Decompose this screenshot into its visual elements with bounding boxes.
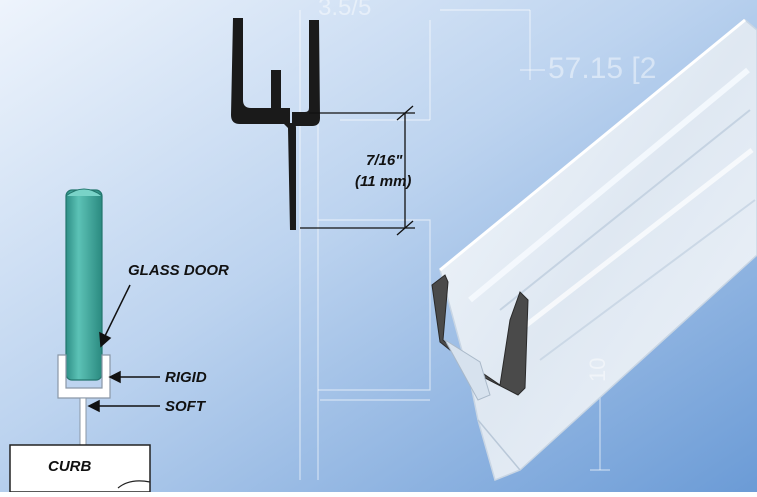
seal-profile-cross-section	[231, 18, 320, 230]
faint-dimension-right: 57.15 [2	[548, 52, 657, 85]
label-rigid: RIGID	[165, 369, 207, 386]
seal-3d-rendering	[431, 18, 757, 482]
dimension-mm: (11 mm)	[355, 173, 412, 190]
faint-dimension-top: 3.5/5	[318, 0, 372, 21]
label-curb: CURB	[48, 458, 92, 475]
label-soft: SOFT	[165, 398, 205, 415]
dimension-marker	[300, 105, 415, 236]
dimension-inches: 7/16"	[366, 152, 403, 169]
label-glass-door: GLASS DOOR	[128, 262, 229, 279]
callout-arrows	[87, 284, 160, 413]
faint-dimension-vertical: 10	[585, 357, 610, 382]
